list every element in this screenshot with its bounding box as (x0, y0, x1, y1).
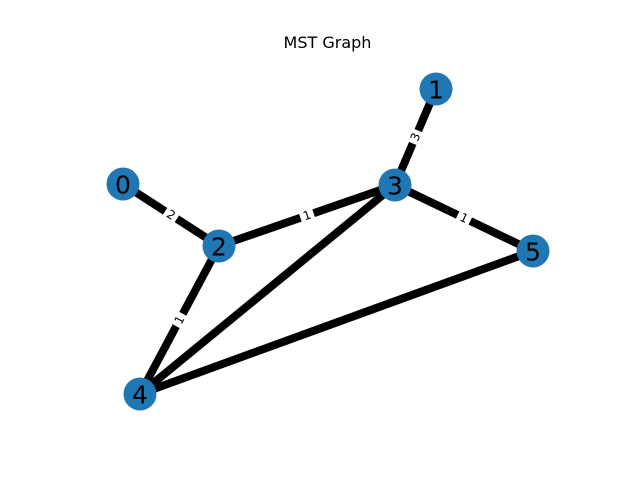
node-label: 0 (115, 171, 131, 200)
node-3: 3 (378, 168, 412, 202)
edge-weight-text: 1 (301, 208, 313, 224)
edge-label-background (161, 205, 181, 225)
node-label: 5 (525, 238, 541, 267)
edge-label-n1-n3: 3 (406, 127, 425, 147)
node-0: 0 (106, 167, 140, 201)
node-circle (202, 229, 236, 263)
edge-label-background (298, 206, 316, 225)
node-circle (106, 167, 140, 201)
node-5: 5 (516, 234, 550, 268)
nodes-layer: 0 1 2 3 4 5 (106, 72, 550, 411)
node-label: 3 (387, 172, 403, 201)
edge-label-background (454, 208, 474, 228)
edge-label-n3-n5: 1 (454, 208, 474, 228)
node-1: 1 (419, 72, 453, 106)
node-label: 1 (428, 76, 444, 105)
node-4: 4 (123, 377, 157, 411)
node-circle (516, 234, 550, 268)
edge-n4-n5 (138, 247, 535, 398)
edges-layer (120, 87, 535, 398)
node-circle (123, 377, 157, 411)
edge-label-background (406, 127, 425, 147)
edge-label-n0-n2: 2 (161, 205, 181, 225)
node-circle (419, 72, 453, 106)
edge-label-n2-n4: 1 (170, 310, 189, 330)
graph-title: MST Graph (283, 33, 372, 52)
edge-label-background (170, 310, 189, 330)
node-circle (378, 168, 412, 202)
node-2: 2 (202, 229, 236, 263)
node-label: 4 (132, 381, 148, 410)
node-label: 2 (211, 233, 227, 262)
edge-label-n2-n3: 1 (298, 206, 316, 225)
edge-labels-layer: 2 3 1 1 1 (161, 127, 474, 330)
edge-n3-n4 (137, 181, 398, 398)
